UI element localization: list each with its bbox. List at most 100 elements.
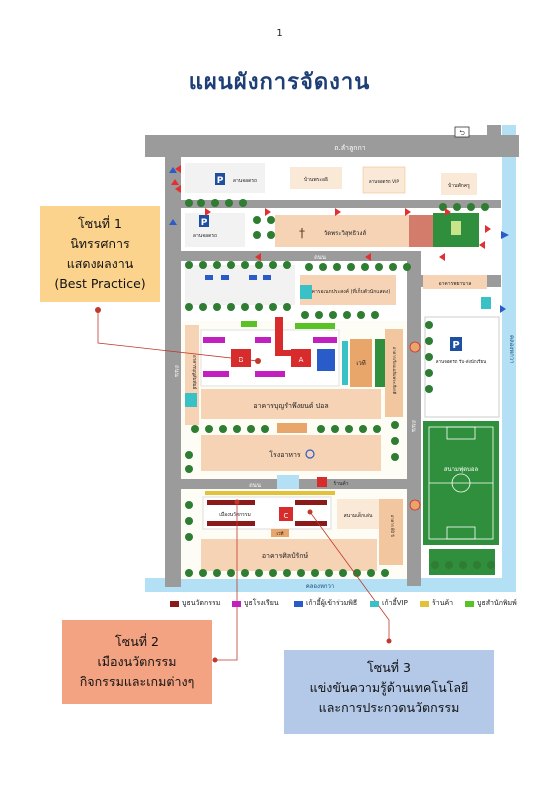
vip-parking xyxy=(362,166,406,194)
parking-icon-3: P xyxy=(452,340,459,351)
zone-3-line3: และการประกวดนวัตกรรม xyxy=(318,700,460,715)
main-building-label: อาคารบุญรำพึงยนต์ ปอล xyxy=(253,401,328,410)
legend-swatch xyxy=(465,600,474,607)
legend-item: บูธโรงเรียน xyxy=(232,598,279,609)
parking-3-label: ลานจอดรถ รับ-ส่งนักเรียน xyxy=(436,359,487,365)
parking-area-2 xyxy=(185,213,245,247)
legend-label: บูธนวัตกรรม xyxy=(182,599,221,607)
stage-2 xyxy=(271,529,289,537)
car-icons xyxy=(205,275,271,280)
toilet-sign xyxy=(481,297,491,309)
zone-1-line2: นิทรรศการ xyxy=(70,236,130,251)
gate-icon-1 xyxy=(409,341,421,353)
legend-item: บูธนวัตกรรม xyxy=(170,598,220,609)
road-left xyxy=(165,157,181,587)
shop xyxy=(317,477,327,487)
canteen-icon xyxy=(305,449,315,459)
canal-bottom-label: คลองหกวา xyxy=(306,583,335,590)
parking-icon-2: P xyxy=(201,218,208,228)
parking-area-3 xyxy=(424,316,500,418)
page-title: แผนผังการจัดงาน xyxy=(188,70,371,95)
side-building-right xyxy=(385,329,403,417)
temple-cross-icon: † xyxy=(299,226,305,240)
stage-1 xyxy=(350,339,372,387)
playground-label: สนามเด็กเล่น xyxy=(344,511,373,519)
shop-stalls xyxy=(205,491,335,495)
parking-2-label: ลานจอดรถ xyxy=(193,233,217,239)
stage-2-label: เวที xyxy=(276,531,283,537)
legend-item: บูธสำนักพิมพ์ xyxy=(465,598,517,609)
temple-hall xyxy=(409,215,433,247)
lower-right-building-label: อาคาร 80 ปี xyxy=(390,515,395,537)
legend-swatch xyxy=(420,600,429,607)
vip-parking-label: ลานจอดรถ VIP xyxy=(369,179,400,185)
legend-label: บูธโรงเรียน xyxy=(244,599,279,607)
walkway-red xyxy=(275,317,283,353)
zone-1-marker xyxy=(255,358,261,364)
road-right-label: ถนน xyxy=(410,420,417,432)
legend-label: ร้านค้า xyxy=(432,599,454,607)
zone-1-callout: โซนที่ 1 นิทรรศการ แสดงผลงาน (Best Pract… xyxy=(40,206,160,302)
zone-3-title: โซนที่ 3 xyxy=(367,660,411,675)
legend-swatch xyxy=(232,600,241,607)
residence-area xyxy=(185,265,295,305)
nurse-building xyxy=(423,275,487,289)
shop-label: ร้านค้า xyxy=(333,480,349,487)
side-building-right-label: อาคารเรียนเฉลิมพระเกียรติ xyxy=(392,347,397,395)
main-building xyxy=(201,389,381,419)
legend-swatch xyxy=(370,600,379,607)
zone-3-line2: แข่งขันความรู้ด้านเทคโนโลยี xyxy=(309,680,469,695)
innovation-city-label: เมืองนวัตกรรม xyxy=(219,511,251,518)
temple-label: วัดพระวิสุทธิวงส์ xyxy=(324,229,367,237)
zone-2-line3: กิจกรรมและเกมต่างๆ xyxy=(79,674,195,689)
stage-1-label: เวที xyxy=(356,359,365,367)
teacher-house xyxy=(441,173,477,195)
legend-label: เก้าอี้ผู้เข้าร่วมพิธี xyxy=(306,599,358,607)
zone-3-marker xyxy=(307,509,313,515)
road-left-label: ถนน xyxy=(173,365,180,377)
zone-1-title: โซนที่ 1 xyxy=(78,216,122,231)
legend-label: เก้าอี้VIP xyxy=(382,599,408,607)
side-building-left-label: อาคารบุญสัมพันธ์ xyxy=(191,355,198,390)
zone-1-line4: (Best Practice) xyxy=(54,276,146,291)
page-number: 1 xyxy=(276,28,283,39)
canteen-building xyxy=(201,435,381,471)
road-mid-2 xyxy=(181,200,501,208)
temple-building xyxy=(275,215,409,247)
zone-3-callout: โซนที่ 3 แข่งขันความรู้ด้านเทคโนโลยี และ… xyxy=(284,650,494,734)
svg-text:⮌: ⮌ xyxy=(459,129,465,137)
canteen-label: โรงอาหาร xyxy=(269,450,301,459)
traffic-arrows xyxy=(171,165,491,261)
direction-arrows xyxy=(169,167,509,313)
zone-2-callout: โซนที่ 2 เมืองนวัตกรรม กิจกรรมและเกมต่าง… xyxy=(62,620,212,704)
art-building-label: อาคารศิลป์รักษ์ xyxy=(262,552,309,560)
zone-1-line3: แสดงผลงาน xyxy=(66,256,134,271)
football-field-label: สนามฟุตบอล xyxy=(444,466,479,473)
road-top-label: ถ.ลำลูกกา xyxy=(334,144,365,152)
canal-right xyxy=(502,125,516,587)
map-legend: บูธนวัตกรรม บูธโรงเรียน เก้าอี้ผู้เข้าร่วม… xyxy=(170,598,530,612)
monk-house xyxy=(290,167,342,189)
legend-item: เก้าอี้ผู้เข้าร่วมพิธี xyxy=(294,598,357,609)
event-site-map: คลองหกวา คลองหกวา ถ.ลำลูกกา ถนน ถนน ถนน … xyxy=(145,125,530,595)
monk-house-label: บ้านพระอธิ xyxy=(304,176,328,183)
zone-2-line2: เมืองนวัตกรรม xyxy=(97,654,177,669)
legend-label: บูธสำนักพิมพ์ xyxy=(477,599,517,607)
road-mid-label: ถนน xyxy=(314,254,326,261)
zone-2-marker xyxy=(234,499,240,505)
legend-item: เก้าอี้VIP xyxy=(370,598,408,609)
nurse-building-label: อาคารพยาบาล xyxy=(439,281,472,287)
room-b-label: B xyxy=(239,356,244,364)
road-mid-1 xyxy=(181,251,421,261)
multi-purpose-building xyxy=(300,275,396,305)
teacher-house-label: บ้านพักครู xyxy=(448,182,470,189)
parking-icon: P xyxy=(217,176,224,186)
entrance-sign xyxy=(454,126,470,138)
gate-icon-2 xyxy=(409,499,421,511)
participant-chairs xyxy=(317,349,335,371)
parking-1-label: ลานจอดรถ xyxy=(233,178,257,184)
room-c xyxy=(279,507,293,521)
road-lower-label: ถนน xyxy=(249,482,261,489)
room-c-label: C xyxy=(284,512,289,520)
multi-purpose-label: อาคารอเนกประสงค์ (ที่เก็บตัวนักแสดง) xyxy=(306,287,390,295)
